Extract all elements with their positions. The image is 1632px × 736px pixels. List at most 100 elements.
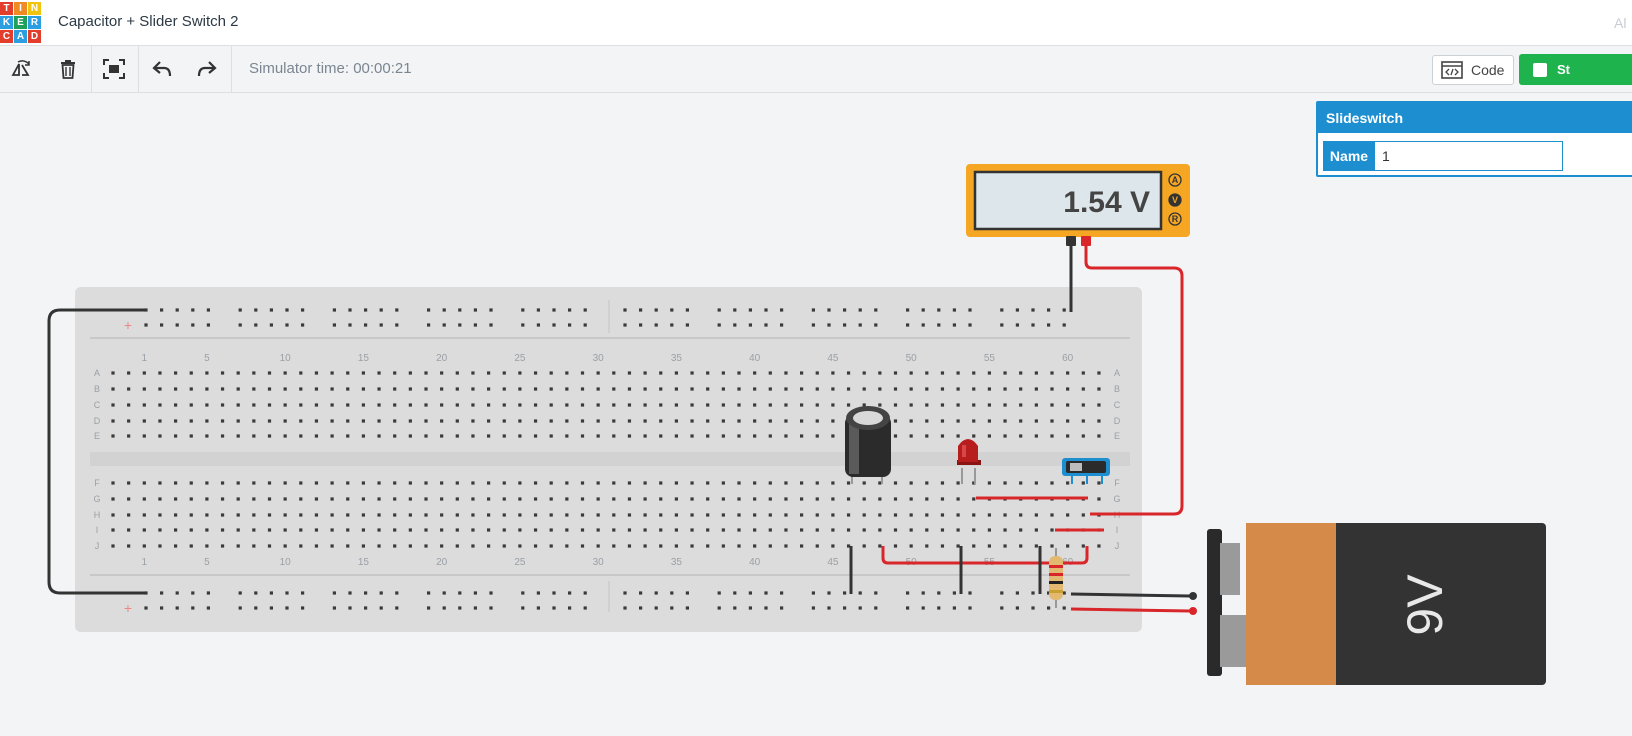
code-button[interactable]: Code	[1432, 55, 1514, 85]
breadboard-hole[interactable]	[925, 371, 929, 375]
breadboard-hole[interactable]	[424, 528, 428, 532]
breadboard-hole[interactable]	[940, 528, 945, 532]
breadboard-hole[interactable]	[424, 481, 428, 485]
rail-hole[interactable]	[364, 323, 368, 327]
rail-hole[interactable]	[238, 606, 242, 610]
breadboard-hole[interactable]	[283, 419, 287, 423]
breadboard-hole[interactable]	[565, 434, 569, 438]
breadboard-hole[interactable]	[471, 371, 475, 375]
rail-hole[interactable]	[458, 591, 462, 595]
breadboard-hole[interactable]	[518, 387, 522, 391]
breadboard-hole[interactable]	[612, 371, 616, 375]
breadboard-hole[interactable]	[518, 544, 522, 548]
rail-hole[interactable]	[874, 591, 878, 595]
breadboard-hole[interactable]	[815, 419, 819, 423]
breadboard-hole[interactable]	[283, 513, 287, 517]
breadboard-hole[interactable]	[205, 481, 209, 485]
breadboard-hole[interactable]	[1097, 497, 1101, 501]
breadboard-hole[interactable]	[127, 481, 131, 485]
breadboard-hole[interactable]	[189, 419, 193, 423]
resistor[interactable]	[1049, 548, 1063, 608]
breadboard-hole[interactable]	[737, 528, 741, 532]
breadboard-hole[interactable]	[862, 544, 866, 548]
rail-hole[interactable]	[552, 323, 556, 327]
breadboard-hole[interactable]	[502, 387, 506, 391]
breadboard-hole[interactable]	[972, 371, 976, 375]
breadboard-hole[interactable]	[1003, 481, 1007, 485]
battery-black-lead[interactable]	[1070, 592, 1191, 598]
breadboard-hole[interactable]	[502, 497, 506, 501]
undo-button[interactable]	[144, 46, 180, 92]
breadboard-hole[interactable]	[721, 544, 725, 548]
breadboard-hole[interactable]	[1003, 434, 1007, 438]
breadboard-hole[interactable]	[753, 513, 757, 517]
breadboard-hole[interactable]	[267, 513, 272, 517]
rail-hole[interactable]	[254, 591, 258, 595]
rail-hole[interactable]	[780, 591, 784, 595]
rail-hole[interactable]	[206, 606, 210, 610]
rail-hole[interactable]	[285, 591, 289, 595]
rail-hole[interactable]	[921, 308, 925, 312]
breadboard-hole[interactable]	[784, 481, 788, 485]
breadboard-hole[interactable]	[189, 497, 193, 501]
rail-hole[interactable]	[427, 591, 431, 595]
breadboard-hole[interactable]	[1050, 419, 1054, 423]
breadboard-hole[interactable]	[408, 544, 412, 548]
breadboard-hole[interactable]	[674, 434, 678, 438]
rail-hole[interactable]	[301, 591, 305, 595]
rail-hole[interactable]	[811, 591, 815, 595]
red-led[interactable]	[957, 439, 981, 484]
breadboard-hole[interactable]	[800, 481, 804, 485]
breadboard-hole[interactable]	[878, 371, 882, 375]
breadboard-hole[interactable]	[220, 403, 225, 407]
breadboard-hole[interactable]	[925, 481, 929, 485]
rail-hole[interactable]	[639, 308, 643, 312]
breadboard-hole[interactable]	[377, 544, 381, 548]
breadboard-hole[interactable]	[753, 544, 757, 548]
breadboard-hole[interactable]	[1097, 434, 1101, 438]
breadboard-hole[interactable]	[580, 387, 585, 391]
breadboard-hole[interactable]	[1003, 403, 1007, 407]
breadboard-hole[interactable]	[361, 403, 365, 407]
rail-hole[interactable]	[654, 606, 658, 610]
breadboard-hole[interactable]	[800, 371, 804, 375]
breadboard-hole[interactable]	[674, 513, 678, 517]
breadboard-hole[interactable]	[267, 497, 272, 501]
breadboard-hole[interactable]	[440, 419, 444, 423]
breadboard-hole[interactable]	[361, 419, 365, 423]
breadboard-hole[interactable]	[643, 544, 647, 548]
rail-hole[interactable]	[1062, 308, 1066, 312]
rail-hole[interactable]	[1015, 323, 1019, 327]
breadboard-hole[interactable]	[627, 481, 632, 485]
breadboard-hole[interactable]	[283, 403, 287, 407]
breadboard-hole[interactable]	[878, 403, 882, 407]
breadboard-hole[interactable]	[893, 544, 898, 548]
breadboard-hole[interactable]	[440, 434, 444, 438]
rail-hole[interactable]	[427, 606, 431, 610]
breadboard-hole[interactable]	[800, 528, 804, 532]
breadboard-hole[interactable]	[252, 544, 256, 548]
breadboard-hole[interactable]	[753, 481, 757, 485]
breadboard-hole[interactable]	[1034, 387, 1038, 391]
breadboard-hole[interactable]	[690, 497, 694, 501]
breadboard-hole[interactable]	[346, 387, 350, 391]
breadboard-hole[interactable]	[549, 513, 553, 517]
rail-hole[interactable]	[348, 606, 352, 610]
breadboard-hole[interactable]	[737, 387, 741, 391]
rail-hole[interactable]	[442, 323, 446, 327]
rail-hole[interactable]	[874, 308, 878, 312]
breadboard-hole[interactable]	[784, 544, 788, 548]
rail-hole[interactable]	[748, 323, 752, 327]
fit-view-button[interactable]	[96, 46, 132, 92]
breadboard-hole[interactable]	[1019, 371, 1023, 375]
breadboard-hole[interactable]	[314, 419, 319, 423]
breadboard-hole[interactable]	[408, 528, 412, 532]
breadboard-hole[interactable]	[393, 434, 397, 438]
breadboard-hole[interactable]	[174, 387, 178, 391]
breadboard-hole[interactable]	[518, 513, 522, 517]
breadboard-hole[interactable]	[612, 544, 616, 548]
rail-hole[interactable]	[811, 606, 815, 610]
breadboard-hole[interactable]	[518, 497, 522, 501]
breadboard-hole[interactable]	[768, 419, 772, 423]
breadboard-hole[interactable]	[158, 544, 162, 548]
